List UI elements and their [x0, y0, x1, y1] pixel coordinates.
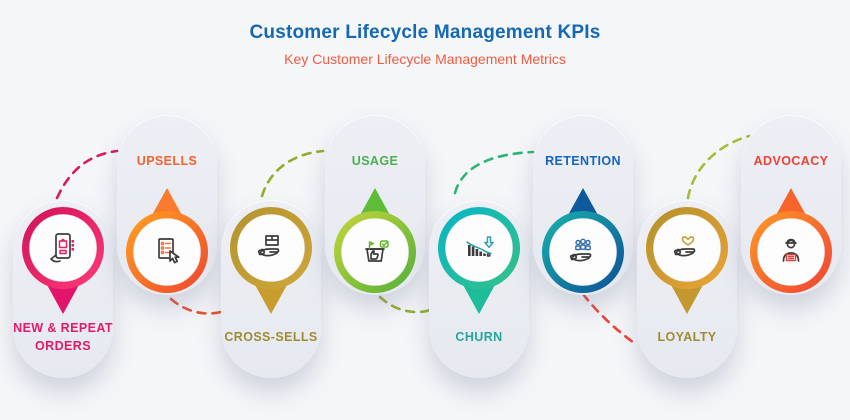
kpi-item-usage: USAGE: [323, 0, 427, 420]
connector-6: [581, 292, 639, 347]
kpi-item-upsells: UPSELLS: [115, 0, 219, 420]
hand-box-icon: [251, 228, 291, 268]
kpi-label: UPSELLS: [136, 153, 198, 168]
connector-1: [55, 149, 119, 200]
map-pin-shape: [126, 188, 208, 293]
kpi-label: USAGE: [351, 153, 399, 168]
map-pin-shape: [750, 188, 832, 293]
kpi-item-retention: RETENTION: [531, 0, 635, 420]
kpi-item-advocacy: ADVOCACY: [739, 0, 843, 420]
connector-3: [260, 149, 325, 198]
kpi-item-new-repeat-orders: NEW & REPEAT ORDERS: [11, 0, 115, 420]
kpi-label: RETENTION: [545, 153, 621, 168]
header: Customer Lifecycle Management KPIs Key C…: [0, 22, 850, 67]
map-pin-shape: [646, 207, 728, 314]
kpi-label: LOYALTY: [657, 329, 717, 344]
kpi-item-churn: CHURN: [427, 0, 531, 420]
hand-people-icon: [563, 232, 603, 272]
declining-chart-icon: [459, 228, 499, 268]
hand-heart-icon: [667, 228, 707, 268]
kpi-label: CHURN: [455, 329, 503, 344]
phone-order-icon: [43, 228, 83, 268]
map-pin-shape: [334, 188, 416, 293]
map-pin-shape: [230, 207, 312, 314]
connector-7: [686, 134, 751, 200]
advocate-person-icon: [771, 232, 811, 272]
kpi-item-loyalty: LOYALTY: [635, 0, 739, 420]
connector-5: [453, 150, 535, 195]
kpi-label: CROSS-SELLS: [224, 329, 318, 344]
kpi-item-cross-sells: CROSS-SELLS: [219, 0, 323, 420]
kpi-label: ADVOCACY: [753, 153, 829, 168]
kpi-label: NEW & REPEAT ORDERS: [13, 320, 113, 353]
usage-bucket-icon: [355, 232, 395, 272]
upsell-list-pointer-icon: [147, 232, 187, 272]
connector-4: [378, 295, 432, 314]
page-subtitle: Key Customer Lifecycle Management Metric…: [284, 51, 566, 67]
map-pin-shape: [542, 188, 624, 293]
page-title: Customer Lifecycle Management KPIs: [249, 22, 601, 43]
connector-2: [169, 297, 223, 315]
